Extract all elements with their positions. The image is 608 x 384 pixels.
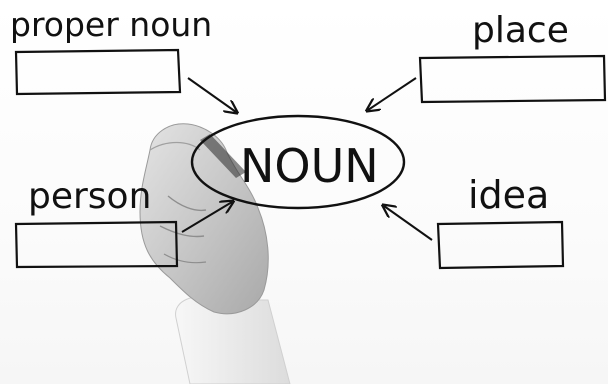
place-box	[418, 54, 607, 104]
person-box	[14, 220, 179, 269]
arrow-idea	[384, 206, 433, 241]
proper-noun-box	[14, 48, 182, 96]
arrow-place	[368, 77, 417, 110]
noun-ellipse	[190, 114, 406, 210]
arrow-proper-noun	[187, 77, 236, 112]
idea-label: idea	[468, 173, 549, 217]
idea-box	[436, 220, 565, 270]
arrow-person	[181, 202, 232, 233]
proper-noun-label: proper noun	[10, 5, 212, 44]
noun-center-label: NOUN	[240, 139, 379, 193]
place-label: place	[472, 10, 569, 51]
person-label: person	[28, 176, 151, 217]
